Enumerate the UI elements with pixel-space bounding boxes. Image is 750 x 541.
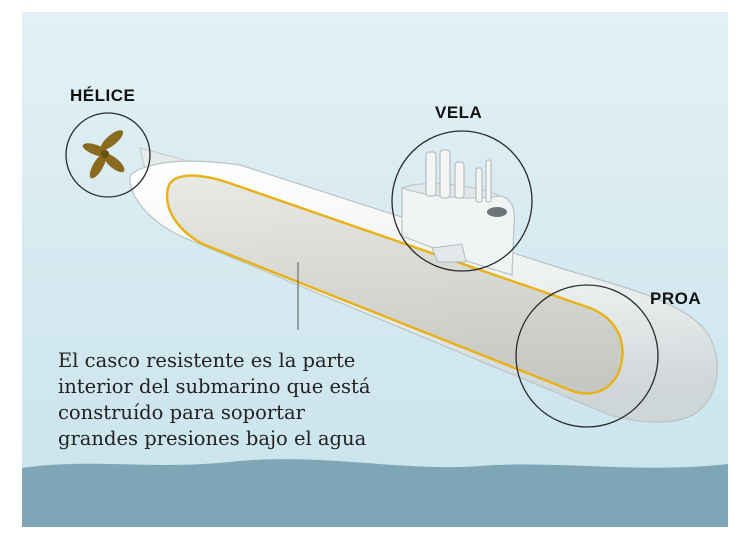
sail-tower [401, 187, 516, 276]
propeller-callout-circle [65, 112, 151, 198]
pressure-hull [165, 174, 624, 395]
bow-label: PROA [650, 289, 702, 308]
propeller-label: HÉLICE [70, 86, 136, 105]
mast-1 [425, 151, 437, 197]
seabed [22, 459, 728, 527]
mast-2 [439, 149, 451, 199]
sail-label: VELA [435, 103, 483, 122]
mast-5 [485, 159, 492, 203]
bow-callout-circle [515, 284, 659, 428]
sail-callout-circle [391, 130, 533, 272]
sail-hydroplane [431, 243, 467, 263]
mast-4 [475, 167, 483, 203]
caption-line: interior del submarino que está [58, 375, 371, 398]
propeller-icon [82, 130, 125, 179]
mast-base [487, 207, 507, 217]
caption-line: El casco resistente es la parte [58, 349, 356, 372]
caption-line: construído para soportar [58, 401, 305, 424]
mast-3 [454, 161, 465, 199]
caption-line: grandes presiones bajo el agua [58, 427, 367, 450]
caption: El casco resistente es la parte interior… [58, 348, 388, 452]
